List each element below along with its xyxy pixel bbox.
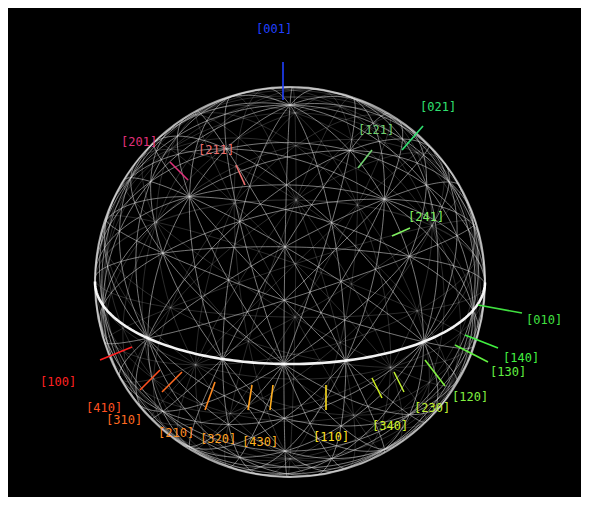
great-circle	[95, 200, 485, 282]
great-circle	[288, 87, 478, 467]
tick	[236, 165, 245, 185]
direction-label: [100]	[40, 375, 76, 389]
great-circle	[331, 467, 350, 473]
direction-label: [340]	[372, 419, 408, 433]
direction-label: [241]	[408, 210, 444, 224]
great-circle	[105, 87, 298, 477]
great-circle	[424, 282, 485, 341]
direction-label: [430]	[242, 435, 278, 449]
direction-label: [320]	[200, 432, 236, 446]
great-circle	[261, 89, 357, 475]
great-circle	[195, 94, 347, 469]
great-circle	[290, 105, 346, 475]
sphere-outline	[95, 87, 485, 477]
great-circle	[136, 91, 331, 475]
tick	[170, 162, 188, 180]
tick	[358, 150, 372, 168]
great-circle	[136, 256, 410, 411]
tick	[455, 345, 488, 362]
great-circle	[105, 222, 476, 344]
great-circle	[171, 220, 476, 307]
great-circle	[191, 114, 390, 451]
great-circle	[95, 278, 171, 307]
tick	[270, 385, 273, 410]
direction-label: [410]	[86, 401, 122, 415]
tick	[465, 335, 498, 348]
direction-label: [310]	[106, 413, 142, 427]
direction-label: [210]	[158, 426, 194, 440]
great-circle	[95, 289, 409, 451]
direction-label: [211]	[198, 143, 234, 157]
tick	[140, 370, 160, 390]
direction-label: [121]	[358, 123, 394, 137]
direction-label: [130]	[490, 365, 526, 379]
great-circle	[99, 199, 479, 326]
tick	[402, 126, 423, 150]
direction-label: [140]	[503, 351, 539, 365]
great-circle	[95, 247, 485, 286]
tick	[325, 385, 327, 410]
great-circle	[119, 135, 384, 459]
direction-label: [201]	[121, 135, 157, 149]
direction-label: [010]	[526, 313, 562, 327]
great-circle	[290, 104, 432, 459]
direction-label: [110]	[313, 430, 349, 444]
great-circle	[234, 88, 314, 475]
great-circle	[120, 365, 195, 382]
direction-ticks	[100, 62, 522, 410]
tick	[394, 372, 404, 392]
great-circle	[104, 308, 170, 343]
tick	[205, 382, 215, 410]
tick	[282, 62, 284, 100]
great-circle	[350, 343, 475, 467]
great-circle	[189, 151, 349, 451]
great-circle	[151, 145, 430, 418]
direction-label: [230]	[414, 401, 450, 415]
great-circle	[156, 222, 474, 346]
great-circle	[209, 459, 290, 468]
tick	[372, 378, 382, 398]
great-circle	[104, 198, 409, 426]
great-circle	[106, 345, 231, 413]
tick	[248, 385, 252, 410]
tick	[392, 228, 410, 236]
tick	[100, 347, 132, 360]
direction-label: [001]	[256, 22, 292, 36]
great-circle	[196, 113, 430, 441]
great-circle	[106, 218, 475, 348]
great-circle	[95, 282, 424, 364]
great-circle	[162, 105, 461, 429]
great-circle	[95, 113, 485, 289]
great-circle	[148, 96, 371, 459]
great-circle	[290, 89, 319, 105]
direction-label: [021]	[420, 100, 456, 114]
great-circle	[225, 97, 352, 467]
tick	[478, 305, 522, 313]
great-circle	[106, 216, 157, 223]
tick	[425, 360, 445, 386]
great-circle	[237, 93, 391, 470]
great-circle	[144, 412, 230, 425]
tick	[162, 372, 182, 392]
direction-label: [120]	[452, 390, 488, 404]
sphere-wireframe	[95, 87, 485, 477]
